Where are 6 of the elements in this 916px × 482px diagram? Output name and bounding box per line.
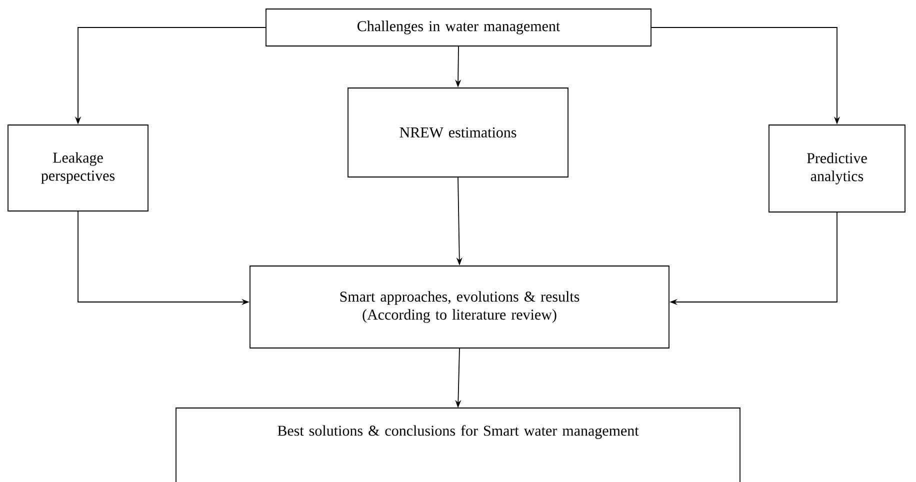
process-box: Smart approaches, evolutions & results (According to literature review) [250, 266, 670, 348]
process-box: Challenges in water management [266, 8, 652, 46]
process-box: Best solutions & conclusions for Smart water management [176, 408, 740, 482]
process-box: NREW estimations [348, 88, 568, 178]
process-box: Leakage perspectives [8, 124, 148, 212]
process-box: Predictive analytics [768, 124, 906, 212]
